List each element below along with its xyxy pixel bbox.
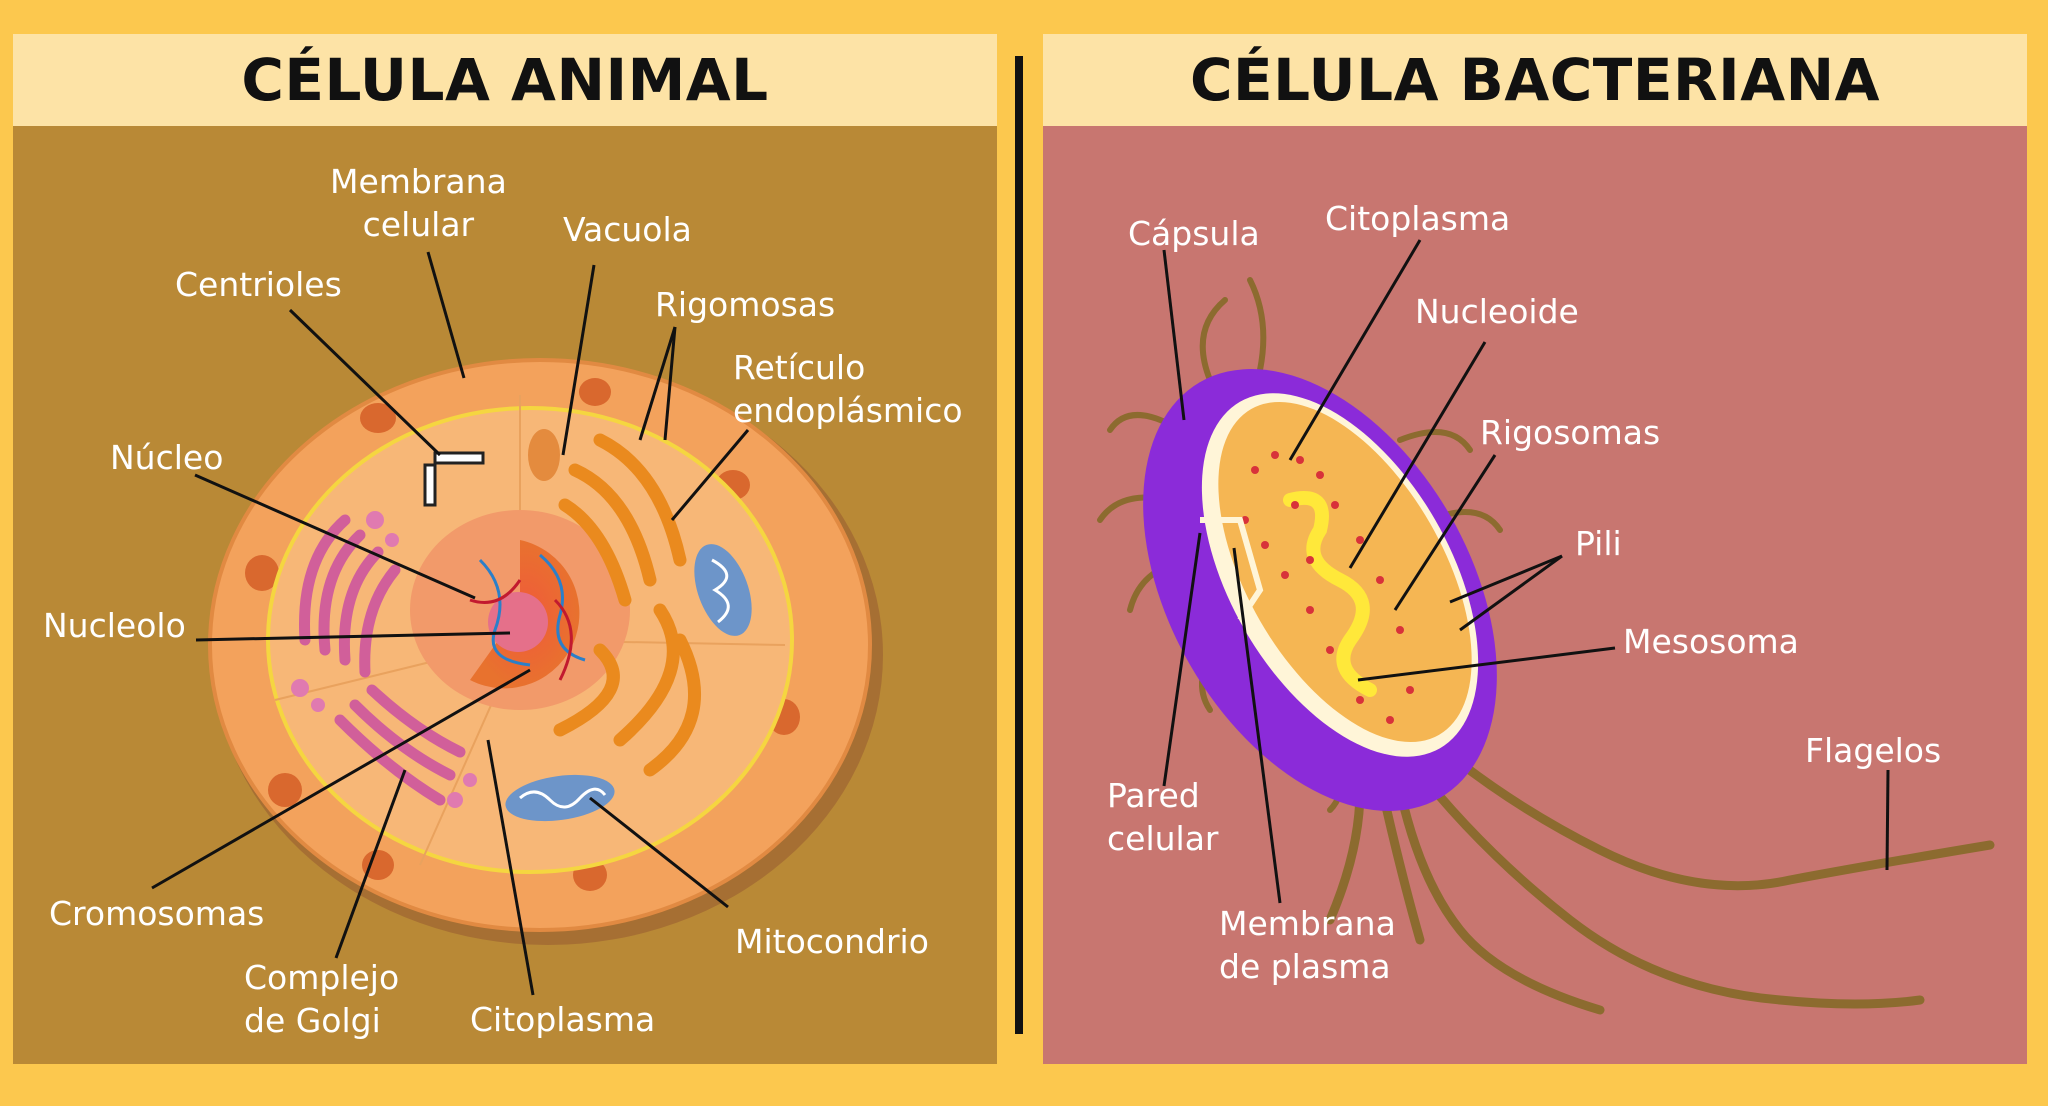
- mitochondria: [505, 544, 752, 822]
- label-nucleoide: Nucleoide: [1415, 292, 1579, 331]
- bacterial-cell-panel: CÉLULA BACTERIANA: [1043, 34, 2027, 1064]
- endoplasmic-reticulum: [553, 433, 701, 777]
- label-nucleo: Núcleo: [110, 438, 224, 477]
- bacterial-cytoplasm: [1218, 401, 1472, 743]
- vacuole: [528, 429, 560, 481]
- label-membrana-plasma: Membrana de plasma: [1219, 904, 1396, 986]
- label-pared-celular: Pared celular: [1107, 776, 1219, 858]
- label-nucleolo: Nucleolo: [43, 606, 186, 645]
- animal-cell-title: CÉLULA ANIMAL: [241, 46, 769, 114]
- ribosomes: [1241, 451, 1414, 724]
- label-rigomosas: Rigomosas: [655, 285, 836, 324]
- label-flagelos: Flagelos: [1805, 731, 1942, 770]
- bacteria-leader-lines: [1162, 239, 1890, 904]
- label-mesosoma: Mesosoma: [1623, 622, 1799, 661]
- centrioles: [423, 451, 485, 507]
- label-reticulo-endoplasmico: Retículo endoplásmico: [733, 348, 963, 430]
- golgi-vesicles: [291, 511, 477, 808]
- animal-cell-header: CÉLULA ANIMAL: [13, 34, 997, 126]
- label-complejo-golgi: Complejo de Golgi: [244, 958, 400, 1040]
- panel-divider: [1015, 56, 1023, 1034]
- flagella: [1325, 725, 1995, 1015]
- label-pili: Pili: [1575, 524, 1622, 563]
- label-vacuola: Vacuola: [563, 210, 692, 249]
- animal-leader-lines: [151, 251, 750, 996]
- label-capsula: Cápsula: [1128, 214, 1260, 253]
- label-cromosomas: Cromosomas: [49, 894, 265, 933]
- label-membrana-celular: Membrana celular: [330, 162, 507, 244]
- label-citoplasma-bacteria: Citoplasma: [1325, 199, 1511, 238]
- bacterial-cell-illustration: [1097, 277, 1995, 1015]
- mesosome: [1200, 517, 1264, 622]
- label-rigosomas: Rigosomas: [1480, 413, 1661, 452]
- bacterial-cell-header: CÉLULA BACTERIANA: [1043, 34, 2027, 126]
- nucleolus: [488, 592, 548, 652]
- chromosomes: [469, 553, 586, 681]
- label-mitocondrio: Mitocondrio: [735, 922, 929, 961]
- animal-cell-illustration: [208, 358, 883, 945]
- label-centrioles: Centrioles: [175, 265, 342, 304]
- nucleoid: [1283, 491, 1377, 697]
- label-citoplasma-animal: Citoplasma: [470, 1000, 656, 1039]
- bacterial-cell-title: CÉLULA BACTERIANA: [1189, 46, 1881, 114]
